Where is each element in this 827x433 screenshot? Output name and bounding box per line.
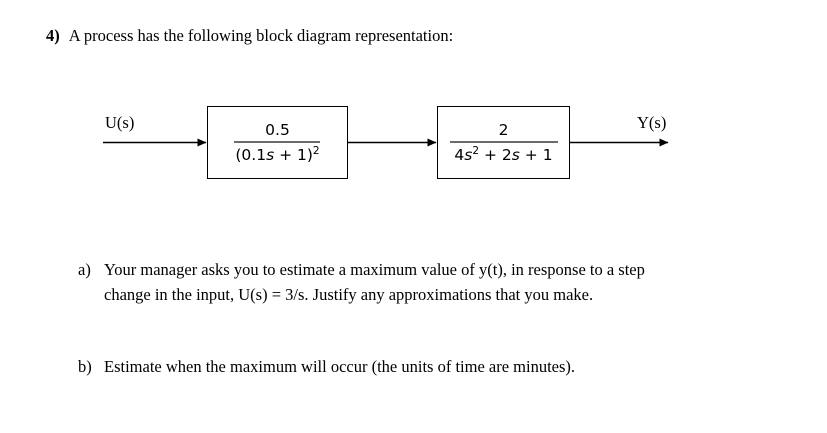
part-a-line-1: Your manager asks you to estimate a maxi… bbox=[104, 260, 645, 279]
part-b-line-1: Estimate when the maximum will occur (th… bbox=[104, 357, 576, 376]
part-a-text: Your manager asks you to estimate a maxi… bbox=[104, 257, 645, 307]
input-signal-label: U(s) bbox=[105, 113, 135, 132]
tf2-denom-variable-2: s bbox=[511, 145, 520, 164]
tf2-denom-exponent-1: 2 bbox=[472, 144, 480, 157]
tf2-denominator: 4s2 + 2s + 1 bbox=[452, 144, 554, 164]
tf2-denom-mid-1: + 2 bbox=[479, 145, 512, 164]
transfer-function-1-fraction: 0.5 (0.1s + 1)2 bbox=[233, 121, 321, 164]
part-b-text: Estimate when the maximum will occur (th… bbox=[104, 354, 575, 379]
question-heading: 4) A process has the following block diag… bbox=[46, 26, 453, 46]
part-a-line-2: change in the input, U(s) = 3/s. Justify… bbox=[104, 285, 594, 304]
question-part-a: a) Your manager asks you to estimate a m… bbox=[78, 257, 808, 307]
part-a-marker: a) bbox=[78, 260, 91, 279]
output-signal-label: Y(s) bbox=[637, 113, 667, 132]
transfer-function-block-1: 0.5 (0.1s + 1)2 bbox=[207, 106, 348, 179]
tf1-fraction-bar bbox=[234, 141, 321, 143]
question-part-b: b) Estimate when the maximum will occur … bbox=[78, 354, 778, 379]
tf2-denom-coefficient-1: 4 bbox=[454, 145, 465, 164]
tf2-numerator: 2 bbox=[498, 120, 509, 139]
tf2-denom-mid-2: + 1 bbox=[519, 145, 553, 164]
tf1-denominator: (0.1s + 1)2 bbox=[233, 144, 321, 164]
tf1-denom-exponent: 2 bbox=[312, 144, 320, 157]
tf1-denom-variable: s bbox=[266, 145, 275, 164]
tf1-numerator: 0.5 bbox=[265, 120, 290, 139]
tf1-denom-mid: + 1) bbox=[274, 145, 313, 164]
transfer-function-2-fraction: 2 4s2 + 2s + 1 bbox=[449, 120, 558, 164]
tf2-fraction-bar bbox=[449, 141, 558, 143]
question-prompt-text: A process has the following block diagra… bbox=[68, 26, 454, 45]
transfer-function-block-2: 2 4s2 + 2s + 1 bbox=[437, 106, 570, 179]
tf2-denom-variable-1: s bbox=[464, 145, 473, 164]
part-b-marker: b) bbox=[78, 357, 92, 376]
question-number: 4) bbox=[46, 26, 60, 45]
tf1-denom-open: (0.1 bbox=[235, 145, 267, 164]
